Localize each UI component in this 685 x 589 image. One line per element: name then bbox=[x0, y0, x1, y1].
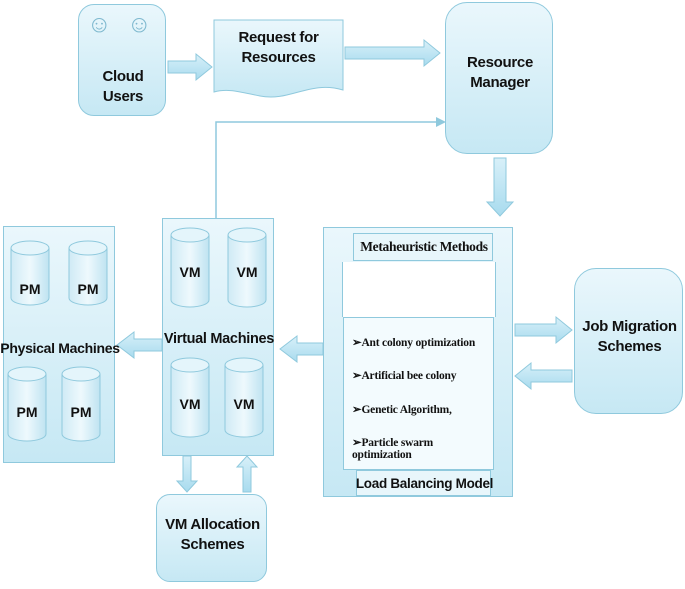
method-item: ➢Ant colony optimization bbox=[352, 337, 476, 349]
physical-machines-box: Physical Machines bbox=[0, 226, 120, 463]
pm-label: PM bbox=[19, 281, 41, 297]
resource-manager-box: Resource Manager bbox=[445, 2, 553, 154]
arrow-vm-to-pm bbox=[116, 330, 163, 360]
metaheuristic-title: Metaheuristic Methods bbox=[360, 239, 488, 254]
arrowhead-vm-to-manager bbox=[436, 117, 446, 127]
smiley-icon: ☺ bbox=[127, 11, 152, 38]
virtual-machines-title: Virtual Machines bbox=[163, 331, 275, 347]
method-item: ➢Artificial bee colony bbox=[352, 370, 457, 382]
job-migration-label: Job Migration Schemes bbox=[582, 318, 677, 355]
vm-allocation-label: VM Allocation Schemes bbox=[165, 516, 260, 553]
arrow-allocation-to-vm bbox=[235, 455, 259, 493]
vm-label: VM bbox=[179, 264, 201, 280]
vm-allocation-box: VM Allocation Schemes bbox=[156, 494, 267, 582]
smiley-icon: ☺ bbox=[87, 11, 112, 38]
arrow-lb-to-job bbox=[514, 315, 573, 345]
load-balancing-title: Load Balancing Model bbox=[355, 476, 494, 491]
resource-manager-label: Resource Manager bbox=[467, 54, 533, 91]
physical-machines-title: Physical Machines bbox=[0, 340, 120, 356]
arrow-request-to-manager bbox=[344, 38, 441, 68]
line-vm-to-manager bbox=[215, 121, 436, 218]
arrow-users-to-request bbox=[167, 52, 213, 82]
methods-list-box: ➢Ant colony optimization ➢Artificial bee… bbox=[343, 317, 494, 470]
pm-label: PM bbox=[16, 404, 38, 420]
cloud-users-label: Cloud Users bbox=[102, 68, 144, 105]
virtual-machines-box: Virtual Machines bbox=[162, 218, 274, 456]
metaheuristic-methods-header: Metaheuristic Methods bbox=[353, 233, 493, 261]
pm-label: PM bbox=[77, 281, 99, 297]
load-balancing-model-label-box: Load Balancing Model bbox=[356, 470, 493, 496]
arrow-vm-to-allocation bbox=[175, 455, 199, 493]
vm-label: VM bbox=[233, 396, 255, 412]
vm-label: VM bbox=[179, 396, 201, 412]
vm-label: VM bbox=[236, 264, 258, 280]
pm-label: PM bbox=[70, 404, 92, 420]
cloud-users-box: ☺ ☺ Cloud Users bbox=[78, 4, 166, 116]
request-label: Request for Resources bbox=[238, 29, 319, 66]
arrow-manager-to-lb bbox=[485, 157, 515, 217]
job-migration-box: Job Migration Schemes bbox=[574, 268, 683, 414]
method-item: ➢Genetic Algorithm, bbox=[352, 404, 452, 416]
arrow-job-to-lb bbox=[514, 361, 573, 391]
arrow-lb-to-vm bbox=[279, 334, 324, 364]
method-item: ➢Particle swarm optimization bbox=[352, 437, 434, 461]
inner-white-area bbox=[342, 262, 496, 317]
